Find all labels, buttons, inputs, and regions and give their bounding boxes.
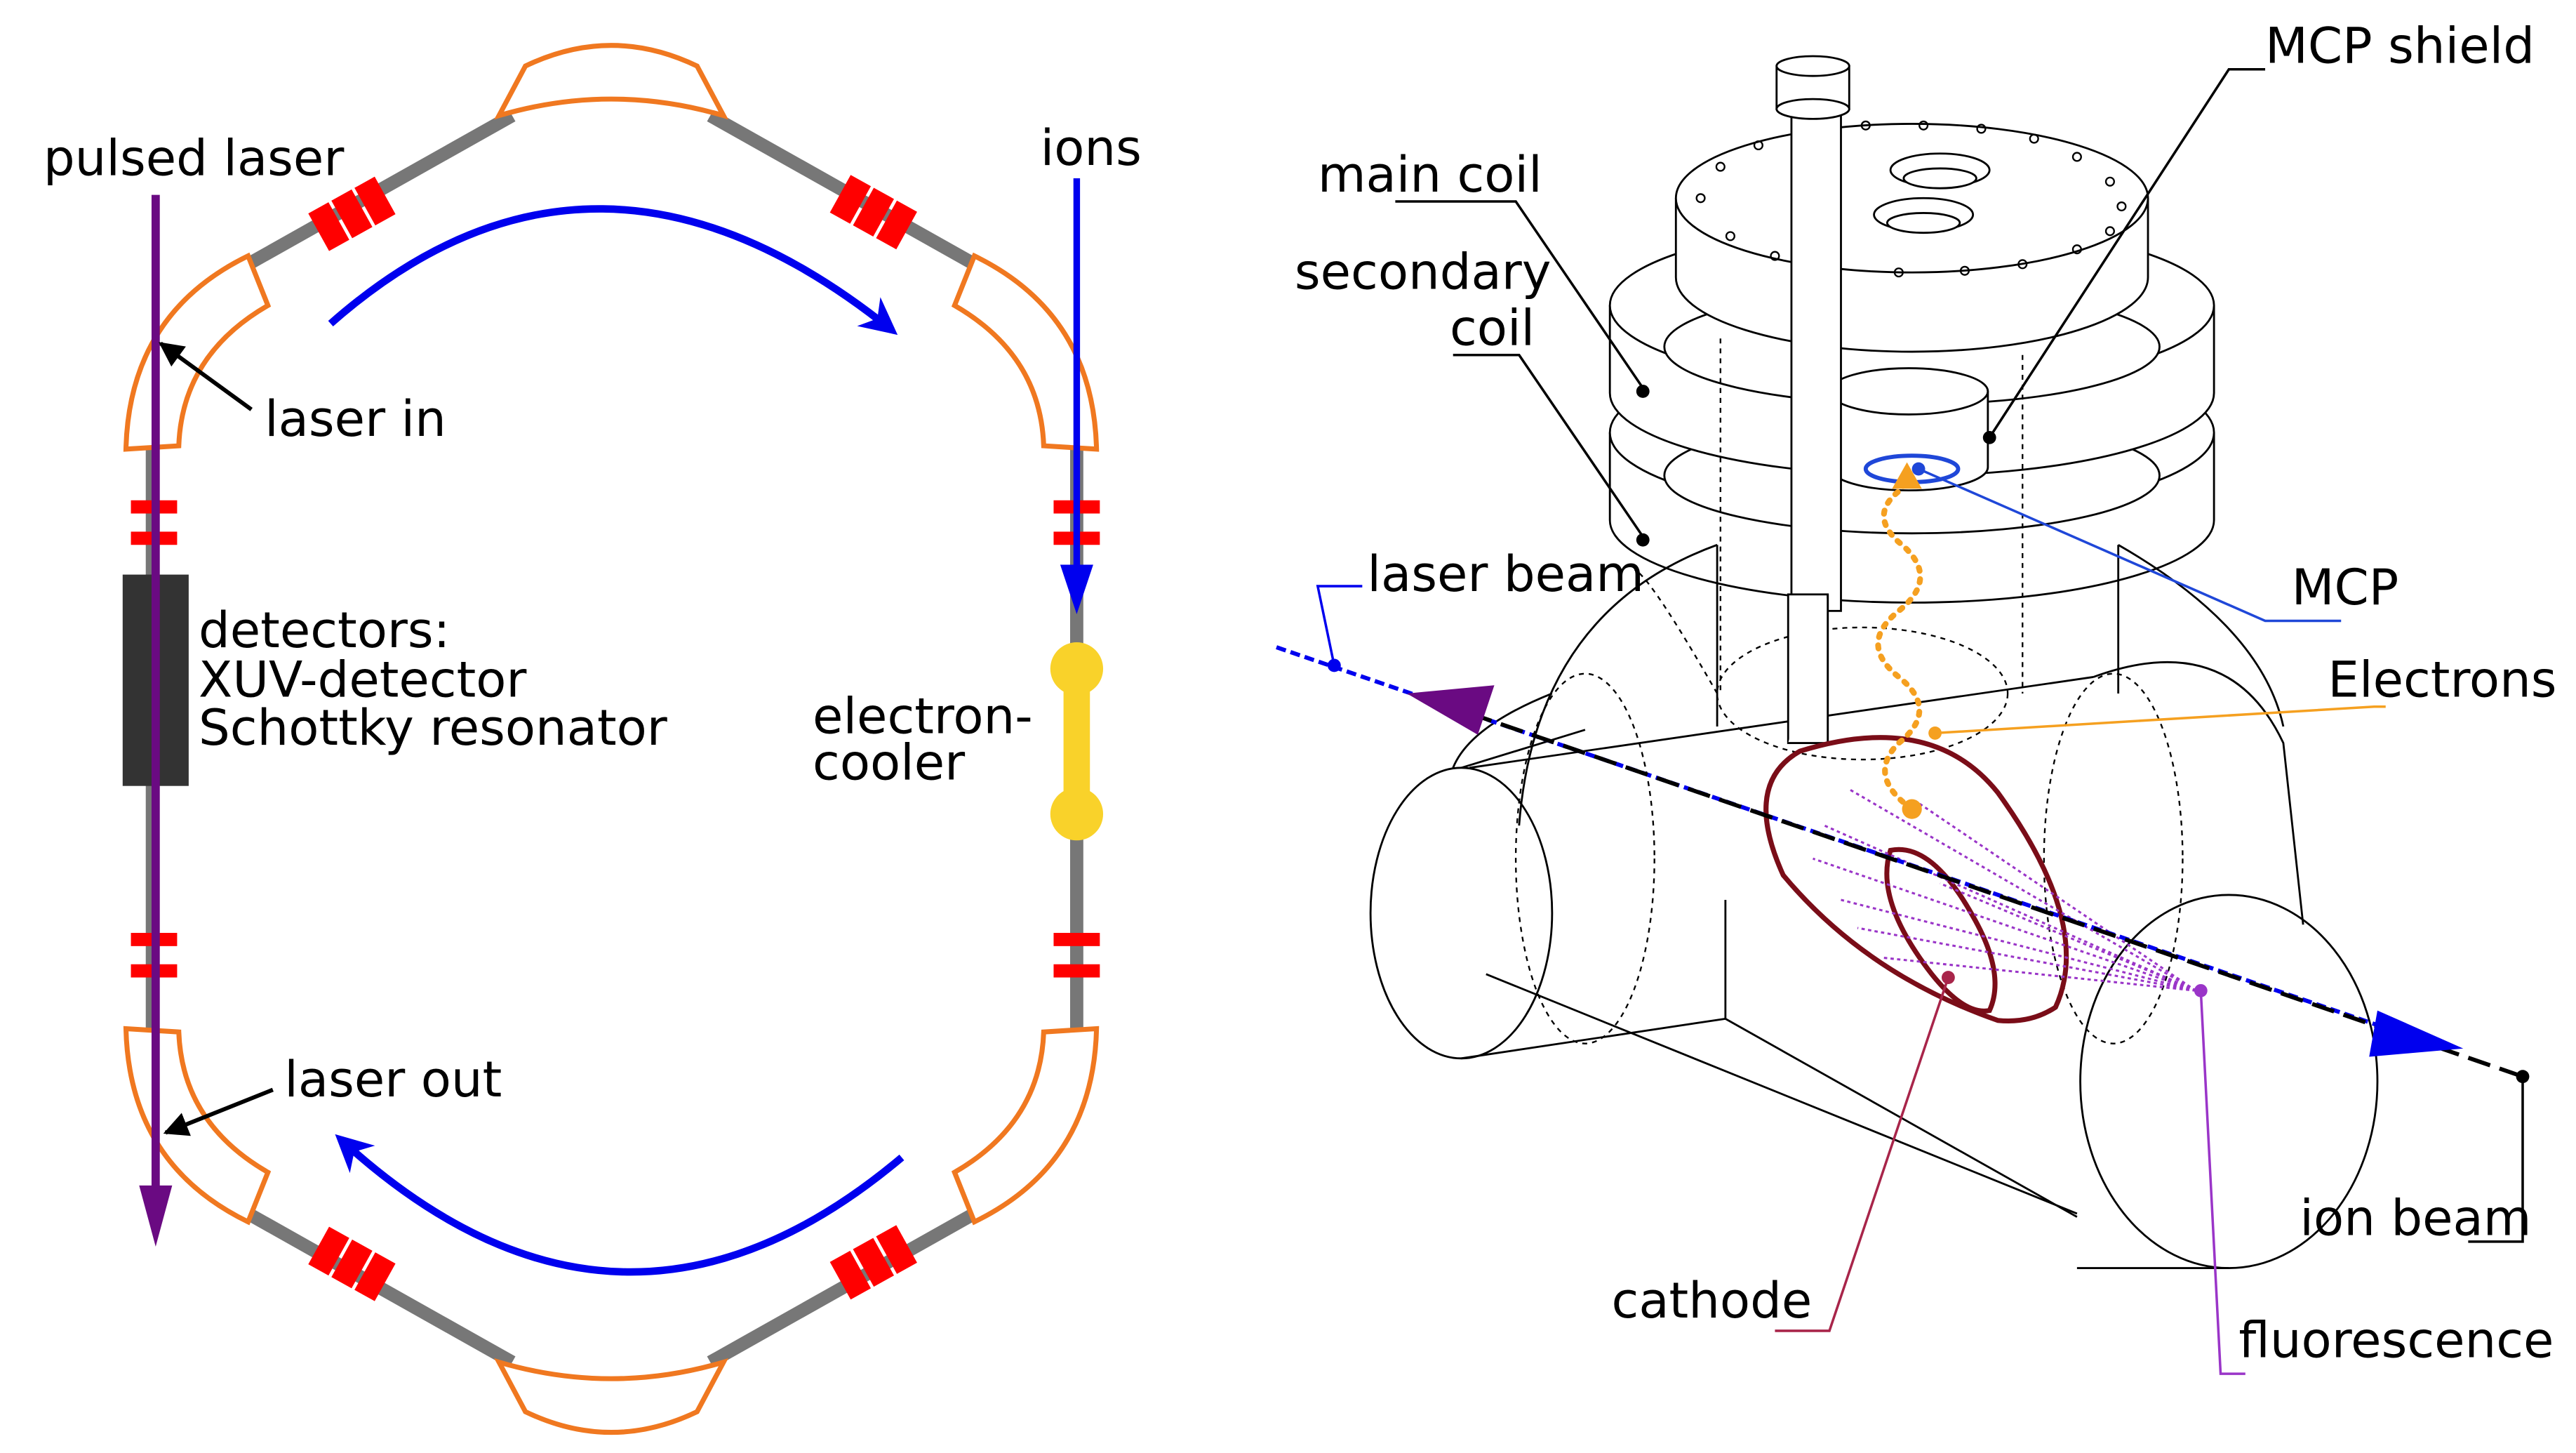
pulsed-laser-label: pulsed laser: [44, 129, 344, 187]
leader-lines: [1316, 68, 2524, 1375]
circulation-arrow-bottom: [335, 1134, 905, 1276]
circulation-arrow-top: [328, 205, 898, 336]
mcp-shield-label: MCP shield: [2265, 17, 2535, 74]
electron-arrowhead: [1892, 462, 1922, 489]
ion-beam-label: ion beam: [2300, 1190, 2531, 1247]
mcp-leader: [1918, 467, 2342, 623]
dipole-magnet: [494, 43, 729, 120]
laser-in-pointer: [159, 341, 253, 411]
detector-schottky: Schottky resonator: [199, 699, 667, 757]
laser-beam-arrowhead: [1406, 685, 1495, 735]
ions-label: ions: [1041, 119, 1142, 177]
main-coil-label: main coil: [1318, 146, 1542, 204]
setup-panel: [1276, 55, 2530, 1375]
left-port: [1369, 767, 1554, 1060]
quadrupole: [829, 1225, 917, 1300]
fluorescence-leader: [2199, 990, 2245, 1375]
vacuum-chamber: [1369, 543, 2379, 1269]
cathode-leader: [1775, 976, 1950, 1332]
electron-cooler: [1050, 642, 1104, 841]
quadrupoles: [131, 175, 1100, 1301]
dipole-magnet: [123, 252, 272, 452]
dipole-magnet: [123, 1026, 272, 1226]
electron-source-dot: [1902, 799, 1922, 819]
ion-arrowhead: [1060, 564, 1093, 615]
holder-rod: [1775, 55, 1850, 744]
detectors-title: detectors:: [199, 602, 450, 659]
fluorescence-rays: [1813, 788, 2197, 992]
laser-out-label: laser out: [284, 1051, 502, 1108]
ion-beam-line: [1469, 711, 2523, 1079]
ion-beam-arrowhead: [2369, 1010, 2464, 1057]
top-flange: [1674, 123, 2149, 353]
electrons-label: Electrons: [2328, 651, 2556, 709]
secondary-label: secondary: [1295, 244, 1551, 301]
quadrupole: [308, 1226, 396, 1301]
cooler-label-2: cooler: [813, 734, 965, 791]
coil-label: coil: [1450, 300, 1535, 357]
cooler-label-1: electron-: [813, 687, 1033, 745]
setup-labels: MCP shield main coil secondary coil lase…: [1295, 17, 2557, 1369]
quadrupole: [1053, 933, 1100, 978]
mcp-shield-leader: [1988, 68, 2266, 439]
electrons-leader: [1935, 705, 2386, 735]
dipole-magnets: [123, 43, 1100, 1435]
laser-beam-leader: [1316, 585, 1363, 666]
cathode-label: cathode: [1612, 1272, 1813, 1329]
dipole-magnet: [951, 1026, 1100, 1226]
main-coil-leader: [1395, 200, 1644, 389]
dipole-magnet: [494, 1358, 729, 1435]
dipole-magnet: [951, 252, 1100, 452]
quadrupole: [308, 176, 396, 251]
hidden-edges: [1514, 338, 2184, 1044]
storage-ring-panel: pulsed laser ions laser in laser out det…: [44, 43, 1142, 1435]
laser-arrowhead: [139, 1185, 173, 1247]
ion-beam-leader: [2468, 1076, 2524, 1243]
mcp-label: MCP: [2292, 559, 2399, 616]
laser-in-label: laser in: [265, 390, 446, 448]
leader-dots: [1636, 385, 2208, 997]
fluorescence-label: fluorescence: [2238, 1312, 2554, 1369]
detector-xuv: XUV-detector: [199, 651, 526, 709]
laser-out-pointer: [163, 1087, 274, 1136]
electron-trajectory: [1875, 472, 1923, 812]
cathode: [1763, 735, 2069, 1023]
laser-beam-label: laser beam: [1367, 545, 1644, 603]
secondary-coil-leader: [1453, 353, 1644, 538]
quadrupole: [829, 175, 917, 250]
